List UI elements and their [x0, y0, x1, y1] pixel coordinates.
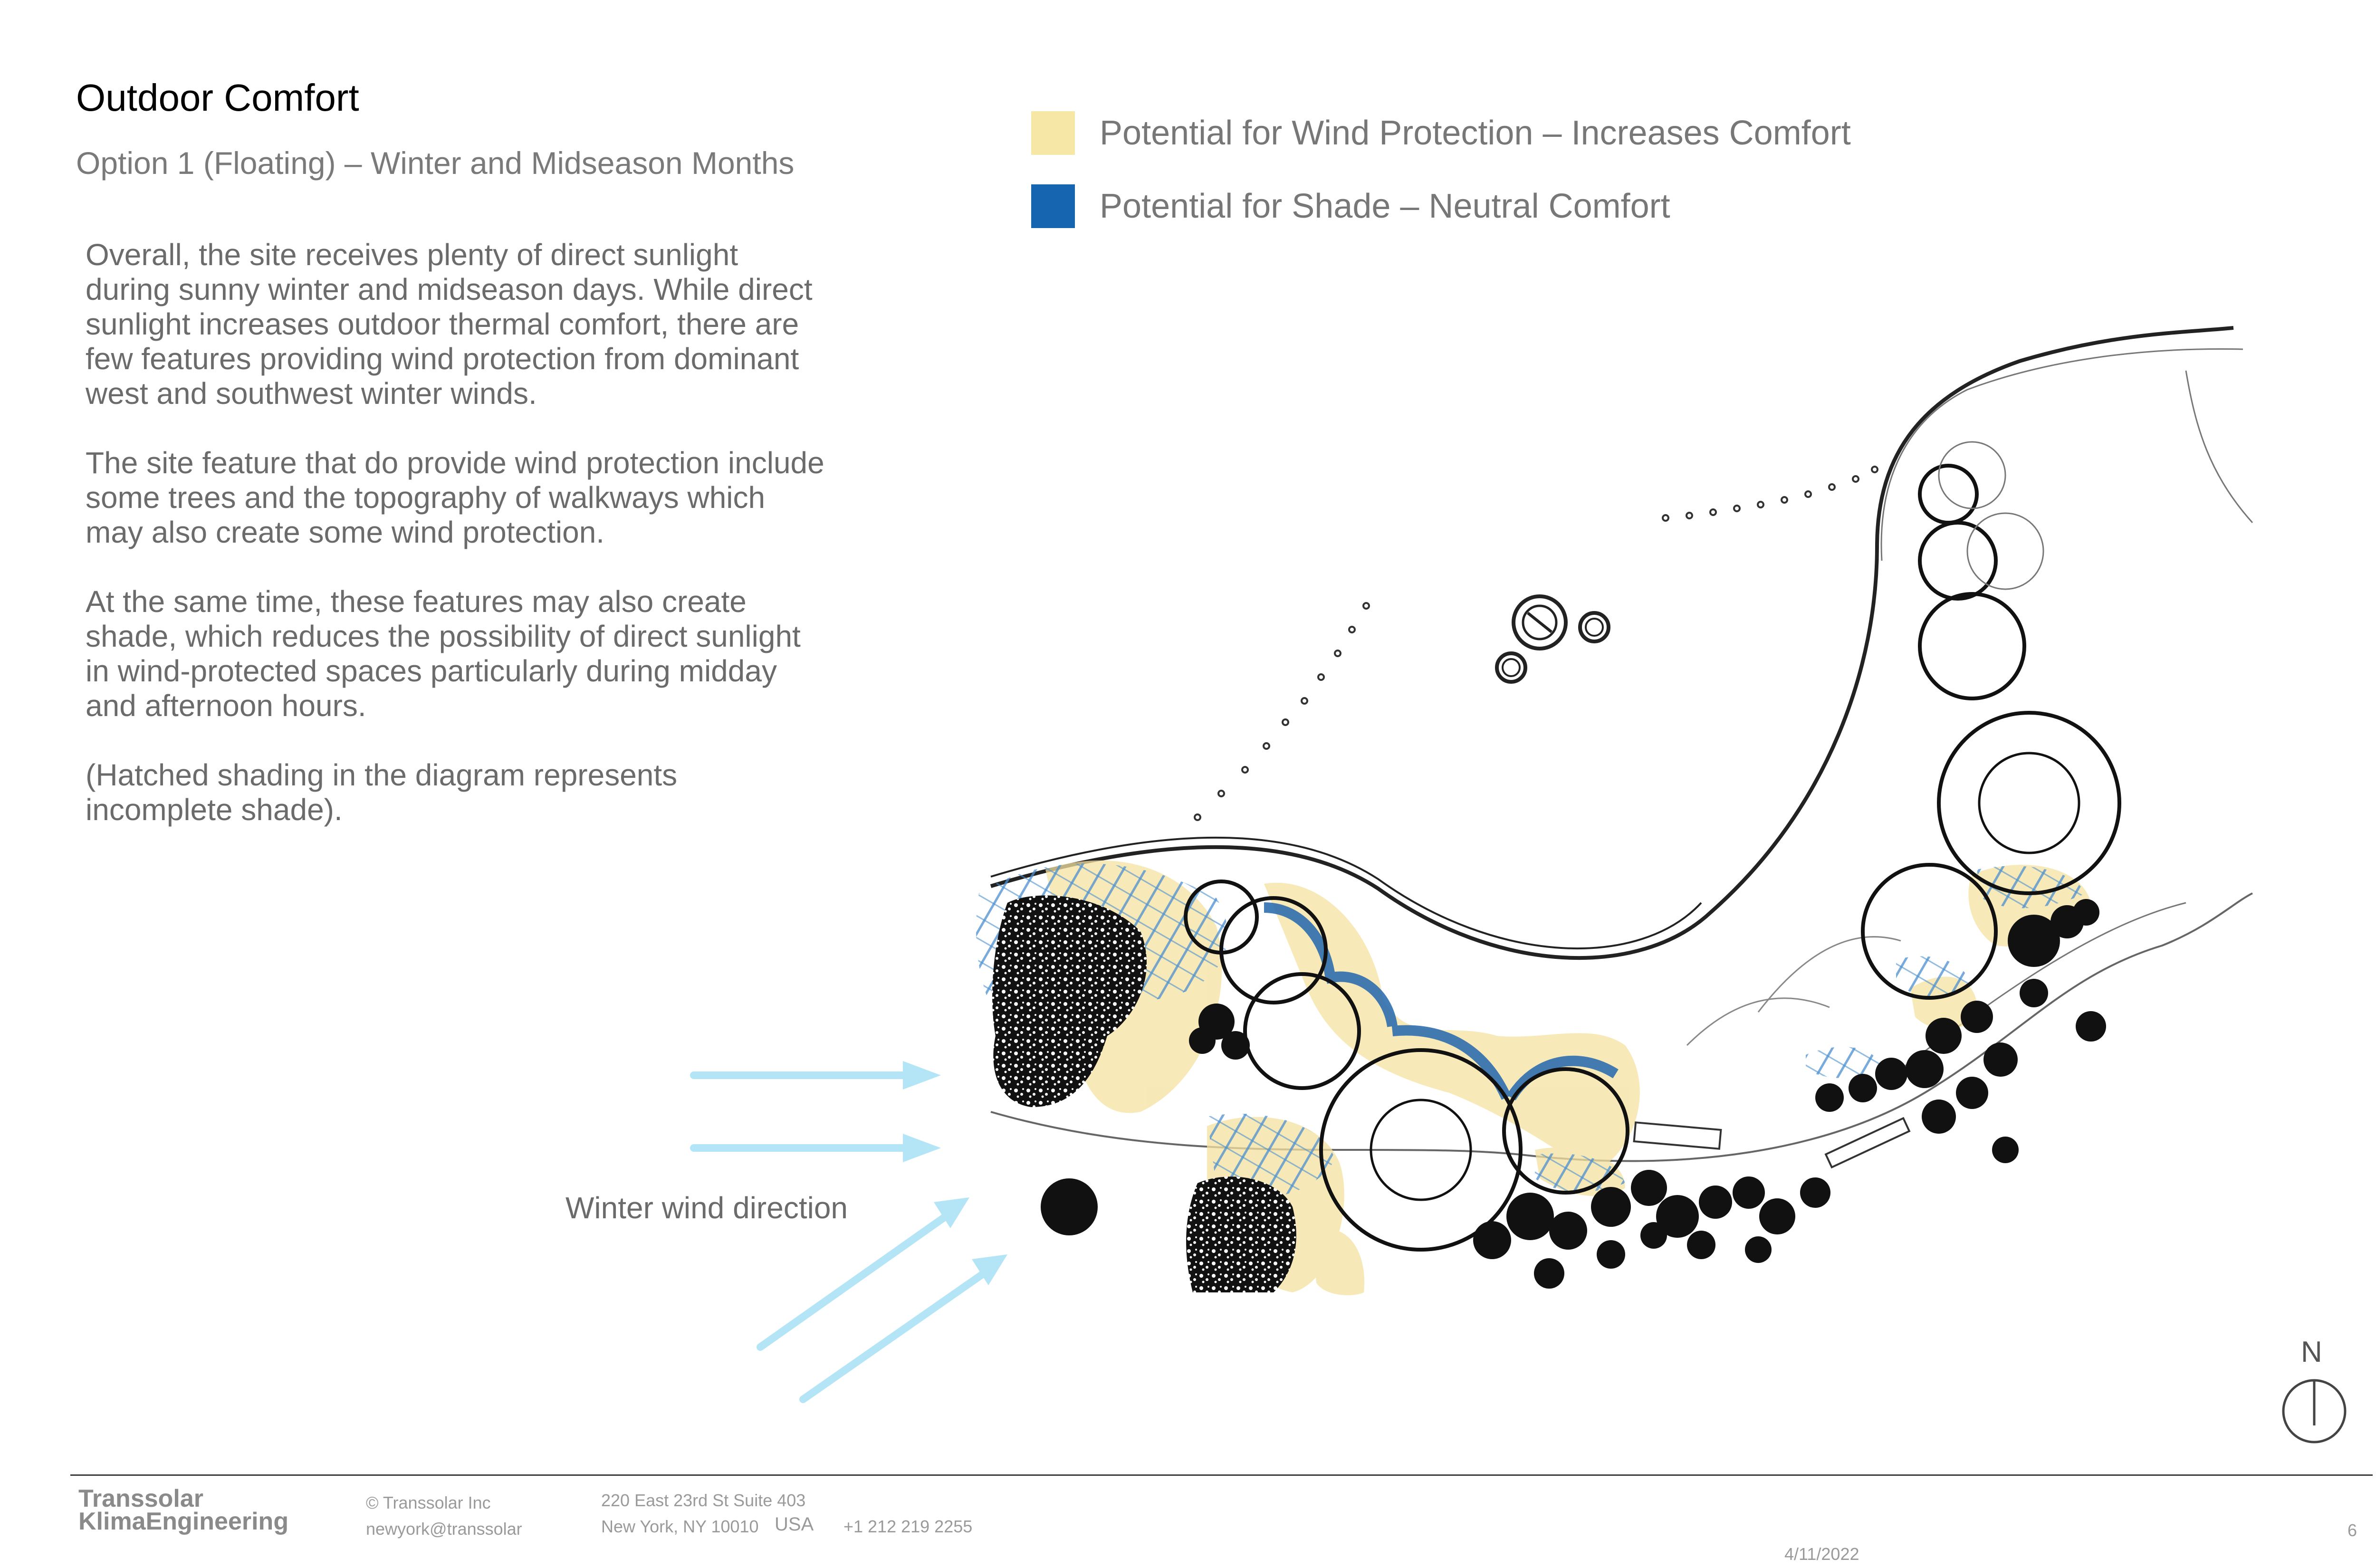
legend-item-shade: Potential for Shade – Neutral Comfort — [1031, 184, 1670, 228]
shade-swatch — [1031, 184, 1075, 228]
pavilion-circles — [1184, 441, 2121, 1252]
tree-clusters — [992, 895, 2106, 1292]
page-subtitle: Option 1 (Floating) – Winter and Midseas… — [76, 145, 795, 181]
company-line-1: Transsolar — [78, 1485, 204, 1512]
legend-item-wind-protection: Potential for Wind Protection – Increase… — [1031, 111, 1851, 155]
page-number: 6 — [2347, 1520, 2357, 1540]
paragraph-2: The site feature that do provide wind pr… — [86, 446, 824, 549]
address-line-1: 220 East 23rd St Suite 403 — [601, 1491, 806, 1510]
email-text: newyork@transsolar — [366, 1519, 522, 1539]
shade-bands — [1264, 902, 1619, 1100]
benches — [1633, 1117, 1911, 1169]
copyright-text: © Transsolar Inc — [366, 1493, 491, 1512]
paragraph-1: Overall, the site receives plenty of dir… — [86, 238, 813, 411]
country-text: USA — [775, 1514, 814, 1535]
description-text: Overall, the site receives plenty of dir… — [86, 238, 827, 862]
wind-direction-label: Winter wind direction — [565, 1191, 848, 1225]
north-label: N — [2301, 1336, 2322, 1368]
page-title: Outdoor Comfort — [76, 76, 359, 119]
company-logo: Transsolar KlimaEngineering — [78, 1485, 289, 1535]
paragraph-3: At the same time, these features may als… — [86, 584, 801, 723]
date-text: 4/11/2022 — [1784, 1544, 1859, 1564]
legend-label-wind-protection: Potential for Wind Protection – Increase… — [1100, 114, 1851, 152]
north-arrow-icon — [2282, 1379, 2347, 1444]
address-line-2: New York, NY 10010 — [601, 1517, 759, 1536]
footer-divider — [70, 1474, 2373, 1476]
walkway-paths — [990, 326, 2253, 1162]
company-line-2: KlimaEngineering — [78, 1508, 289, 1535]
phone-text: +1 212 219 2255 — [843, 1517, 973, 1536]
fountain-feature — [1495, 594, 1610, 684]
wind-arrows — [690, 1061, 1007, 1403]
wind-protection-swatch — [1031, 111, 1075, 155]
dotted-posts — [1194, 466, 1878, 821]
legend-label-shade: Potential for Shade – Neutral Comfort — [1100, 187, 1670, 225]
paragraph-4: (Hatched shading in the diagram represen… — [86, 758, 678, 827]
